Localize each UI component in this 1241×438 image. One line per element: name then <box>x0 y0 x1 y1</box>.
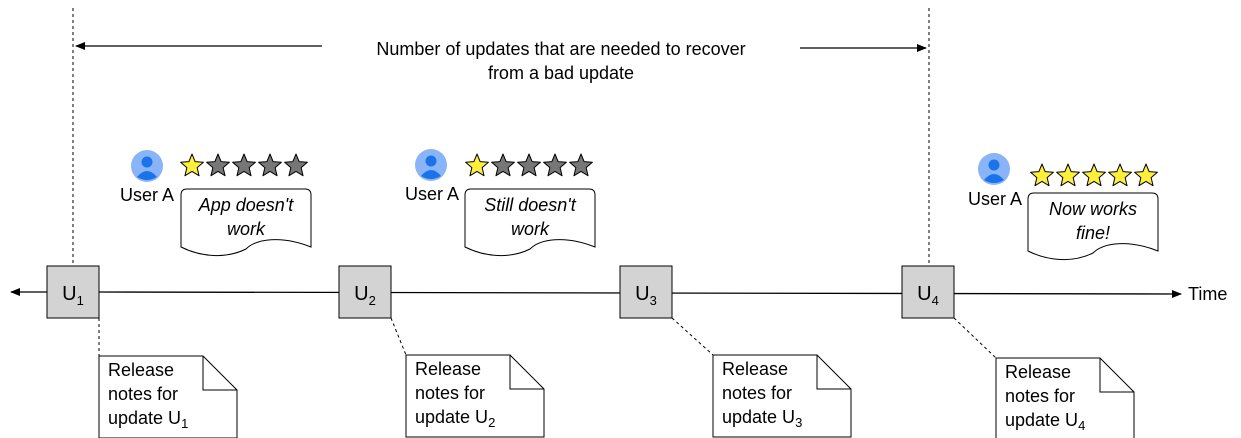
release-note: Release notes for update U3 <box>712 354 852 438</box>
release-note-line1: Release <box>415 359 481 379</box>
release-note: Release notes for update U4 <box>995 357 1135 438</box>
review-1: User A App doesn't work <box>120 150 312 257</box>
update-label-prefix: U <box>354 283 368 305</box>
update-box <box>338 265 392 319</box>
star-icon <box>465 153 489 177</box>
review-text-line2: fine! <box>1076 223 1110 243</box>
update-label-sub: 2 <box>369 293 376 308</box>
span-label-line1: Number of updates that are needed to rec… <box>376 39 745 59</box>
star-icon <box>569 153 593 177</box>
update-box <box>46 265 100 319</box>
star-rating <box>1030 163 1158 187</box>
review-note <box>464 188 596 257</box>
review-text-line1: Now works <box>1049 199 1137 219</box>
star-icon <box>1082 163 1106 187</box>
star-icon <box>232 153 256 177</box>
review-text-line2: work <box>511 219 550 239</box>
document-fold <box>202 356 237 391</box>
star-rating <box>180 153 308 177</box>
update-label-sub: 4 <box>932 293 939 308</box>
release-note-line2: notes for <box>722 383 792 403</box>
release-note-line3: update U1 <box>108 408 188 431</box>
update-label-prefix: U <box>62 283 76 305</box>
release-note-line3-sub: 3 <box>795 415 802 430</box>
time-axis-label: Time <box>1188 284 1227 304</box>
star-icon <box>206 153 230 177</box>
release-note-line3-prefix: update U <box>1005 410 1078 430</box>
update-label-sub: 1 <box>77 293 84 308</box>
star-icon <box>1108 163 1132 187</box>
release-note-line3: update U2 <box>415 407 495 430</box>
document-fold <box>509 355 544 390</box>
star-icon <box>1134 163 1158 187</box>
user-avatar-icon <box>131 150 163 182</box>
release-note: Release notes for update U1 <box>98 355 238 438</box>
release-note-line2: notes for <box>415 383 485 403</box>
update-box <box>901 265 955 319</box>
review-3: User A Now works fine! <box>968 153 1159 261</box>
release-note-line3-prefix: update U <box>108 408 181 428</box>
star-icon <box>180 153 204 177</box>
update-label-sub: 3 <box>650 293 657 308</box>
release-note-connector <box>953 317 997 359</box>
review-user-name: User A <box>405 184 459 204</box>
release-note-connector <box>671 317 714 356</box>
star-icon <box>1030 163 1054 187</box>
user-avatar-icon <box>978 153 1010 185</box>
release-note-connector <box>390 317 407 356</box>
review-2: User A Still doesn't work <box>405 149 596 257</box>
release-note-line3-sub: 2 <box>488 415 495 430</box>
star-icon <box>258 153 282 177</box>
review-note <box>1027 192 1159 261</box>
release-note-line1: Release <box>1005 362 1071 382</box>
review-user-name: User A <box>120 185 174 205</box>
release-note-line1: Release <box>722 359 788 379</box>
release-note-line3-sub: 4 <box>1078 418 1085 433</box>
review-text-line2: work <box>227 219 266 239</box>
star-icon <box>517 153 541 177</box>
user-avatar-icon <box>415 149 447 181</box>
update-label: U3 <box>635 283 657 308</box>
document-fold <box>1099 358 1134 393</box>
review-note <box>180 188 312 257</box>
span-label-line2: from a bad update <box>488 63 634 83</box>
reviews-layer: User A App doesn't work User A Still doesn't… <box>120 149 1159 261</box>
document-fold <box>816 355 851 390</box>
review-user-name: User A <box>968 189 1022 209</box>
star-icon <box>543 153 567 177</box>
update-label-prefix: U <box>635 283 649 305</box>
release-note-line2: notes for <box>1005 386 1075 406</box>
update-box <box>619 265 673 319</box>
star-icon <box>491 153 515 177</box>
review-text-line1: App doesn't <box>198 195 295 215</box>
release-note: Release notes for update U2 <box>405 354 545 438</box>
release-note-line3-prefix: update U <box>415 407 488 427</box>
release-note-line3: update U4 <box>1005 410 1085 433</box>
star-icon <box>1056 163 1080 187</box>
update-label: U4 <box>917 283 939 308</box>
review-text-line1: Still doesn't <box>484 195 576 215</box>
update-label: U1 <box>62 283 84 308</box>
star-icon <box>284 153 308 177</box>
release-note-line3-prefix: update U <box>722 407 795 427</box>
star-rating <box>465 153 593 177</box>
release-note-line3: update U3 <box>722 407 802 430</box>
release-note-line2: notes for <box>108 384 178 404</box>
release-note-line3-sub: 1 <box>181 416 188 431</box>
update-label-prefix: U <box>917 283 931 305</box>
update-label: U2 <box>354 283 376 308</box>
release-note-line1: Release <box>108 360 174 380</box>
